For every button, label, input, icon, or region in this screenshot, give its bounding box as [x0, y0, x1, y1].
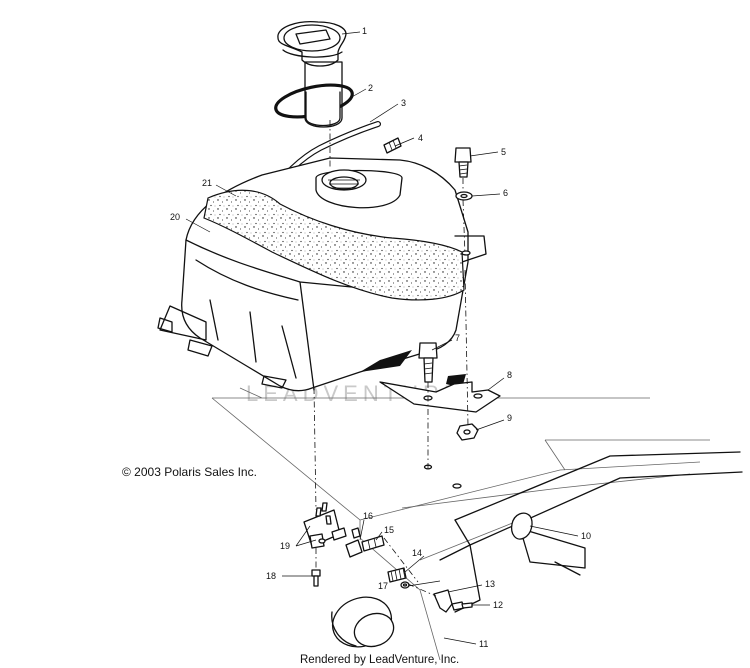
callout-7: 7 [455, 333, 460, 343]
assembly-lines [313, 120, 469, 597]
bolt-5 [454, 147, 472, 178]
callout-5: 5 [501, 147, 506, 157]
washer-6 [455, 191, 473, 201]
rendered-by-credit: Rendered by LeadVenture, Inc. [300, 654, 459, 666]
callout-1: 1 [362, 26, 367, 36]
callout-8: 8 [507, 370, 512, 380]
washer-17 [400, 581, 410, 589]
callout-3: 3 [401, 98, 406, 108]
callout-labels: 1 2 3 4 5 6 7 8 9 10 11 12 13 14 15 16 1… [170, 26, 591, 649]
callout-4: 4 [418, 133, 423, 143]
valve-lever [345, 527, 385, 558]
fuel-valve [303, 502, 347, 549]
callout-17: 17 [378, 581, 388, 591]
nut-9 [456, 423, 479, 441]
callout-11: 11 [479, 639, 488, 649]
callout-13: 13 [485, 579, 495, 589]
foam-pad [203, 189, 465, 301]
callout-18: 18 [266, 571, 276, 581]
callout-20: 20 [170, 212, 180, 222]
callout-19: 19 [280, 541, 290, 551]
screw-18 [311, 569, 321, 587]
frame [211, 387, 743, 661]
callout-15: 15 [384, 525, 394, 535]
bolt-7 [418, 342, 438, 383]
o-ring [274, 83, 354, 127]
leader-lines [185, 31, 579, 645]
plate-10 [510, 512, 533, 540]
callout-14: 14 [412, 548, 422, 558]
screw-12 [451, 601, 473, 611]
vent-fitting [383, 137, 402, 154]
callout-2: 2 [368, 83, 373, 93]
grommet-11 [331, 596, 395, 648]
copyright-notice: © 2003 Polaris Sales Inc. [122, 465, 257, 479]
callout-9: 9 [507, 413, 512, 423]
callout-10: 10 [581, 531, 591, 541]
callout-6: 6 [503, 188, 508, 198]
mounting-bracket [379, 381, 501, 413]
callout-12: 12 [493, 600, 503, 610]
callout-16: 16 [363, 511, 373, 521]
clip-13 [433, 589, 453, 613]
callout-21: 21 [202, 178, 212, 188]
spring-14 [387, 567, 407, 583]
